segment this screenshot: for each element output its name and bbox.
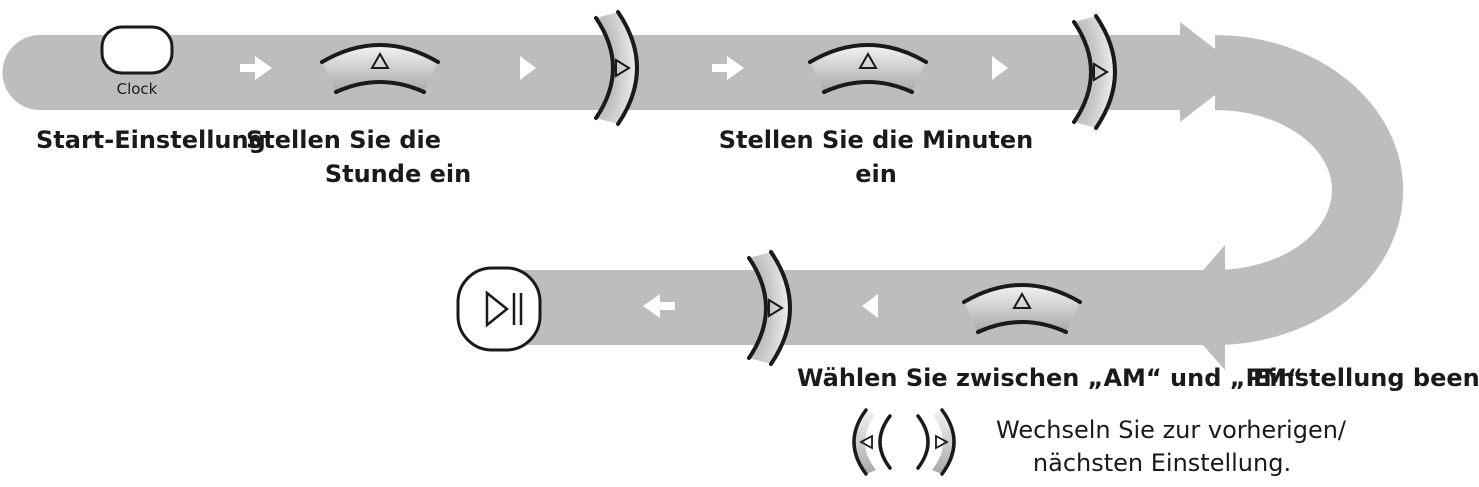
flow-triangle-left-1 <box>862 294 878 318</box>
up-arc-top <box>808 43 928 64</box>
legend-right-inner <box>916 414 930 470</box>
up-button-hour[interactable] <box>320 43 440 94</box>
legend-right-fill <box>932 410 954 474</box>
flow-triangle-right-1 <box>520 56 536 80</box>
play-pause-icon[interactable] <box>456 266 542 352</box>
up-arc-bottom <box>976 320 1068 334</box>
up-triangle-icon <box>1012 291 1032 309</box>
right-button-minute[interactable] <box>1072 14 1117 130</box>
right-arc-outer <box>769 250 792 366</box>
flow-triangle-right-2 <box>992 56 1008 80</box>
right-triangle-icon <box>768 298 784 318</box>
flow-track <box>2 22 1404 370</box>
legend-right-triangle <box>935 434 949 450</box>
flow-arrow-left-1 <box>643 294 675 318</box>
label-start: Start-Einstellung <box>36 126 266 154</box>
legend-left-inner <box>878 414 892 470</box>
up-arc-top <box>320 43 440 64</box>
clock-button-icon[interactable] <box>100 25 174 75</box>
top-band <box>2 35 1186 110</box>
right-arc-inner <box>747 256 768 360</box>
up-button-minute[interactable] <box>808 43 928 94</box>
clock-button-label: Clock <box>117 80 158 98</box>
right-arc-inner <box>1072 20 1093 124</box>
top-band-arrowhead <box>1180 22 1245 122</box>
up-arc-bottom <box>334 80 426 94</box>
right-arc-inner <box>594 16 615 120</box>
up-button-ampm[interactable] <box>962 283 1082 334</box>
right-arc-outer <box>616 10 639 126</box>
up-arc-top <box>962 283 1082 304</box>
label-end: Einstellung beenden <box>1253 364 1479 392</box>
label-minute-line1: Stellen Sie die Minuten <box>718 126 1034 154</box>
label-hour-line1: Stellen Sie die <box>246 126 442 154</box>
left-right-bracket-icon <box>852 408 956 476</box>
legend-left-triangle <box>859 434 873 450</box>
label-ampm: Wählen Sie zwischen „AM“ und „PM“ <box>797 364 1303 392</box>
legend-left-outer <box>852 408 868 476</box>
right-arc-outer <box>1094 14 1117 130</box>
flow-arrows <box>240 56 1008 318</box>
up-triangle-icon <box>858 51 878 69</box>
right-triangle-icon <box>615 58 631 78</box>
right-triangle-icon <box>1093 62 1109 82</box>
label-hour-line2: Stunde ein <box>324 160 472 188</box>
up-arc-bottom <box>822 80 914 94</box>
u-turn-band <box>1215 35 1404 345</box>
right-button-end[interactable] <box>747 250 792 366</box>
right-button-hour[interactable] <box>594 10 639 126</box>
play-pause-button[interactable] <box>456 266 542 352</box>
up-triangle-icon <box>370 51 390 69</box>
legend-left-fill <box>854 410 876 474</box>
legend-line2: nächsten Einstellung. <box>1032 449 1292 477</box>
label-minute-line2: ein <box>855 160 897 188</box>
play-triangle <box>485 290 510 328</box>
legend-right-outer <box>940 408 956 476</box>
clock-button[interactable]: Clock <box>100 25 174 98</box>
flow-arrow-right-1 <box>240 56 272 80</box>
flow-arrow-right-2 <box>712 56 744 80</box>
legend-line1: Wechseln Sie zur vorherigen/ <box>996 416 1347 444</box>
